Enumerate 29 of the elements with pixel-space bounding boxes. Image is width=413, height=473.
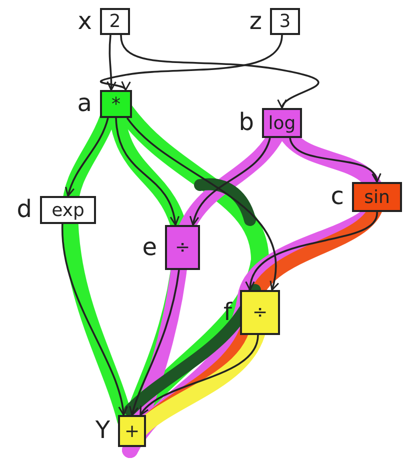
operation-box: + [118,415,146,447]
variable-label: e [142,234,157,258]
operation-box: log [262,108,302,138]
operation-box: 3 [270,8,300,35]
arrow [129,270,180,416]
arrow [190,138,271,226]
variable-label: Y [95,418,110,442]
operation-box: * [100,90,132,118]
operation-box: ÷ [165,225,200,270]
arrow [140,334,259,416]
variable-label: z [249,8,262,32]
arrow [289,138,380,183]
arrow [120,34,319,109]
operation-box: ÷ [240,290,280,335]
arrow [126,117,278,291]
variable-label: x [78,8,92,32]
arrow [115,118,179,226]
arrow [100,34,283,91]
variable-label: d [16,197,32,221]
variable-label: c [330,184,344,208]
arrow [66,118,109,197]
operation-box: exp [40,196,96,224]
arrow [106,34,116,91]
variable-label: a [77,91,92,115]
variable-label: b [238,110,254,134]
operation-box: sin [352,182,402,212]
operation-box: 2 [100,8,130,35]
arrow [62,224,128,416]
arrow [246,212,378,291]
